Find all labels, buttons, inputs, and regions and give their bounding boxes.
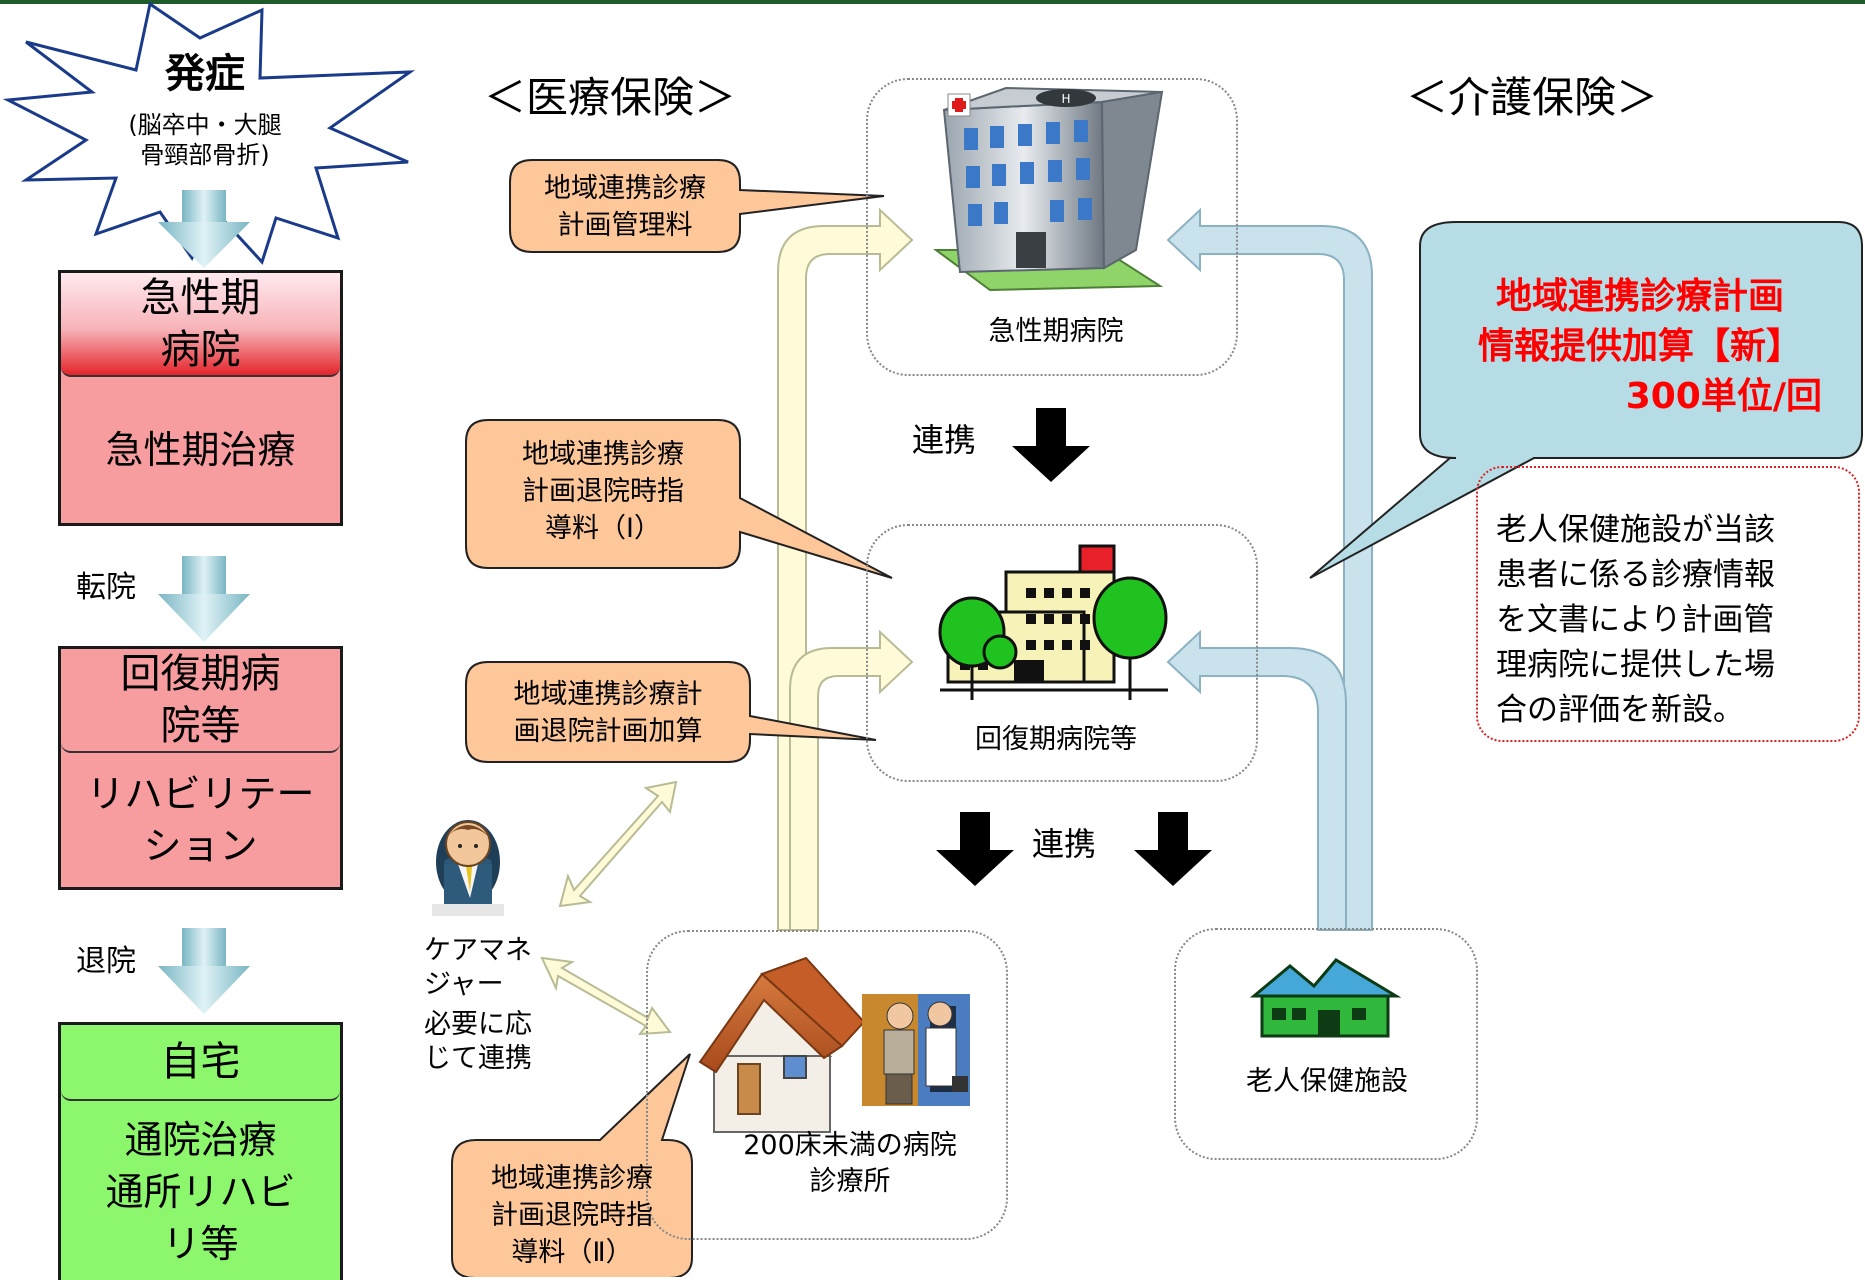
acute-hospital-label: 急性期病院 [988, 316, 1124, 347]
note-line1: 老人保健施設が当該 [1496, 512, 1775, 548]
callout-guidance-1-line1: 地域連携診療 [522, 439, 684, 470]
onset-detail-line2: 骨頸部骨折) [140, 141, 270, 169]
stage-recovery-head-line1: 回復期病 [120, 651, 281, 697]
stage-home-head: 自宅 [61, 1025, 340, 1101]
callout-discharge-plan-add: 地域連携診療計 画退院計画加算 [470, 676, 746, 750]
stage-arrow-1 [158, 190, 250, 268]
top-border [0, 0, 1865, 4]
elderly-facility-illustration [1249, 958, 1402, 1038]
callout-mgmt-fee-line1: 地域連携診療 [544, 173, 706, 204]
care-manager-line1: ケアマネ [424, 935, 532, 966]
stage-arrow-3 [158, 928, 250, 1014]
stage-recovery-head: 回復期病 院等 [61, 649, 340, 753]
onset-title: 発症 [165, 51, 245, 97]
new-addition-line3: 300単位/回 [1625, 376, 1822, 417]
recovery-hospital-label: 回復期病院等 [975, 724, 1137, 755]
callout-guidance-1-line2: 計画退院時指 [522, 476, 684, 507]
stage-acute-head: 急性期 病院 [61, 273, 340, 377]
link-label-2: 連携 [1032, 825, 1097, 863]
clinic-house-illustration [698, 956, 866, 1133]
stage-acute: 急性期 病院 急性期治療 [58, 270, 343, 526]
callout-bubble-plan-add [465, 661, 877, 763]
stage-acute-head-line1: 急性期 [140, 275, 261, 321]
callout-plan-add-line2: 画退院計画加算 [513, 716, 703, 747]
note-line2: 患者に係る診療情報 [1496, 557, 1775, 593]
link-arrow-3 [1134, 812, 1212, 886]
callout-guidance-1-line3: 導料（Ⅰ） [545, 513, 661, 544]
medical-insurance-header: ＜医療保険＞ [484, 73, 737, 122]
clinic-label-line2: 診療所 [809, 1166, 891, 1197]
callout-guidance-2-line2: 計画退院時指 [491, 1200, 653, 1231]
note-box [1476, 466, 1860, 742]
acute-hospital-box [866, 78, 1238, 376]
clinic-label-line1: 200床未満の病院 [743, 1130, 957, 1161]
callout-guidance-2-line3: 導料（Ⅱ） [511, 1237, 633, 1268]
onset-burst-shape [2, 1, 416, 265]
callout-guidance-2-line1: 地域連携診療 [491, 1163, 653, 1194]
callout-mgmt-fee-line2: 計画管理料 [557, 210, 693, 241]
callout-bubble-guidance-2 [451, 1053, 693, 1277]
stage-home: 自宅 通院治療 通所リハビ リ等 [58, 1022, 343, 1280]
recovery-hospital-illustration [938, 544, 1168, 700]
onset-detail-line1: (脳卒中・大腿 [128, 111, 282, 139]
callout-new-addition: 地域連携診療計画 情報提供加算【新】 300単位/回 [1440, 272, 1840, 422]
stage-acute-body: 急性期治療 [105, 428, 296, 472]
new-addition-line1: 地域連携診療計画 [1495, 276, 1784, 317]
care-manager-illustration [432, 820, 504, 916]
callout-discharge-guidance-2: 地域連携診療 計画退院時指 導料（Ⅱ） [456, 1160, 688, 1271]
note-text: 老人保健施設が当該 患者に係る診療情報 を文書により計画管 理病院に提供した場 … [1496, 508, 1775, 733]
acute-hospital-illustration: H [932, 86, 1164, 292]
note-line3: を文書により計画管 [1496, 602, 1775, 638]
feedback-arrows-care [1166, 207, 1373, 931]
care-manager-line3: 必要に応 [424, 1009, 532, 1040]
link-arrow-1 [1012, 408, 1090, 482]
stage-home-body: 通院治療 通所リハビ リ等 [61, 1101, 340, 1280]
stage-home-body-line3: リ等 [162, 1222, 239, 1266]
note-line4: 理病院に提供した場 [1496, 647, 1775, 683]
stage-home-body-line2: 通所リハビ [105, 1170, 296, 1214]
stage-acute-head-line2: 病院 [160, 327, 241, 373]
clinic-box [646, 930, 1008, 1240]
care-insurance-header: ＜介護保険＞ [1406, 73, 1659, 122]
note-line5: 合の評価を新設。 [1496, 692, 1744, 728]
stage-home-body-line1: 通院治療 [124, 1118, 277, 1162]
stage-recovery: 回復期病 院等 リハビリテー ション [58, 646, 343, 890]
care-manager-label: ケアマネ ジャー 必要に応 じて連携 [424, 934, 532, 1076]
callout-discharge-guidance-1: 地域連携診療 計画退院時指 導料（Ⅰ） [476, 436, 730, 547]
callout-bubble-guidance-1 [465, 419, 893, 579]
doctor-patient-illustration [862, 994, 970, 1106]
transfer-label: 転院 [76, 570, 136, 605]
svg-text:H: H [1061, 92, 1070, 106]
recovery-hospital-box [866, 524, 1258, 782]
link-label-1: 連携 [912, 421, 977, 459]
stage-arrow-2 [158, 556, 250, 642]
stage-recovery-body-line2: ション [143, 824, 258, 868]
stage-recovery-head-line2: 院等 [160, 703, 241, 749]
care-manager-line4: じて連携 [424, 1043, 532, 1074]
callout-plan-add-line1: 地域連携診療計 [513, 679, 703, 710]
discharge-label: 退院 [76, 944, 136, 979]
elderly-facility-box [1174, 928, 1478, 1160]
callout-mgmt-fee: 地域連携診療 計画管理料 [520, 170, 730, 244]
new-addition-line2: 情報提供加算【新】 [1477, 326, 1802, 367]
stage-recovery-body-line1: リハビリテー [86, 772, 315, 816]
care-manager-arrows [540, 780, 678, 1036]
feedback-arrows-medical [777, 207, 914, 931]
link-arrow-2 [936, 812, 1014, 886]
care-manager-line2: ジャー [424, 969, 504, 1000]
callout-bubble-new [1309, 221, 1863, 579]
elderly-facility-label: 老人保健施設 [1246, 1066, 1408, 1097]
stage-recovery-body: リハビリテー ション [61, 753, 340, 887]
callout-bubble-mgmt [509, 159, 885, 253]
